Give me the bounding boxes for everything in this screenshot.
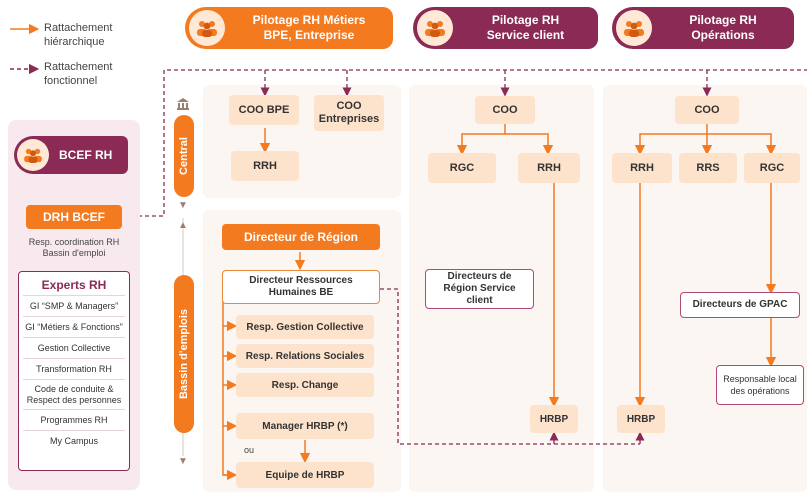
rrh-bpe-box: RRH bbox=[231, 151, 299, 181]
directeur-rh-be-box: Directeur Ressources Humaines BE bbox=[222, 270, 380, 304]
header-ops: Pilotage RH Opérations bbox=[612, 7, 794, 49]
drh-bcef-box: DRH BCEF bbox=[26, 205, 122, 229]
expert-item: My Campus bbox=[49, 436, 98, 446]
legend-functional: Rattachement fonctionnel bbox=[44, 61, 113, 87]
expert-item: GI “Métiers & Fonctions” bbox=[23, 317, 125, 338]
directeur-region-box: Directeur de Région bbox=[222, 224, 380, 250]
header-client-label: Pilotage RH Service client bbox=[486, 13, 565, 42]
header-bpe-label: Pilotage RH Métiers BPE, Entreprise bbox=[252, 13, 366, 42]
chevron-up-icon: ▲ bbox=[178, 220, 188, 231]
header-client: Pilotage RH Service client bbox=[413, 7, 598, 49]
coo-entreprises-box: COO Entreprises bbox=[314, 95, 384, 131]
legend-hierarchical: Rattachement hiérarchique bbox=[44, 22, 113, 48]
people-icon bbox=[417, 10, 453, 46]
experts-box: Experts RH GI “SMP & Managers” GI “Métie… bbox=[18, 271, 130, 471]
rrh-client-box: RRH bbox=[518, 153, 580, 183]
bcef-title: BCEF RH bbox=[59, 148, 113, 162]
expert-item: Transformation RH bbox=[23, 359, 125, 380]
ou-label: ou bbox=[244, 445, 255, 455]
expert-item: Programmes RH bbox=[23, 410, 125, 431]
tab-bassin: Bassin d'emplois bbox=[174, 275, 194, 433]
chevron-down-icon: ▼ bbox=[178, 456, 188, 467]
bcef-title-bar: BCEF RH bbox=[14, 136, 128, 174]
people-icon bbox=[189, 10, 225, 46]
rrh-ops-box: RRH bbox=[612, 153, 672, 183]
resp-gestion-collective-box: Resp. Gestion Collective bbox=[236, 315, 374, 339]
responsable-local-box: Responsable local des opérations bbox=[716, 365, 804, 405]
resp-relations-sociales-box: Resp. Relations Sociales bbox=[236, 344, 374, 368]
directeurs-region-client-box: Directeurs de Région Service client bbox=[425, 269, 534, 309]
building-icon bbox=[176, 97, 190, 110]
header-bpe: Pilotage RH Métiers BPE, Entreprise bbox=[185, 7, 393, 49]
expert-item: Gestion Collective bbox=[23, 338, 125, 359]
hrbp-client-box: HRBP bbox=[530, 405, 578, 433]
coo-client-box: COO bbox=[475, 96, 535, 124]
chevron-down-icon: ▼ bbox=[178, 200, 188, 211]
expert-item: Code de conduite & Respect des personnes bbox=[23, 380, 125, 410]
hrbp-ops-box: HRBP bbox=[617, 405, 665, 433]
people-icon bbox=[17, 139, 49, 171]
rgc-ops-box: RGC bbox=[744, 153, 800, 183]
directeurs-gpac-box: Directeurs de GPAC bbox=[680, 292, 800, 318]
experts-title: Experts RH bbox=[23, 272, 125, 296]
header-ops-label: Pilotage RH Opérations bbox=[689, 13, 757, 42]
tab-central: Central bbox=[174, 115, 194, 197]
rrs-ops-box: RRS bbox=[679, 153, 737, 183]
coo-bpe-box: COO BPE bbox=[229, 95, 299, 125]
drh-bcef-note: Resp. coordination RH Bassin d'emploi bbox=[28, 237, 120, 258]
manager-hrbp-box: Manager HRBP (*) bbox=[236, 413, 374, 439]
tab-central-label: Central bbox=[178, 137, 190, 175]
people-icon bbox=[616, 10, 652, 46]
tab-bassin-label: Bassin d'emplois bbox=[178, 308, 190, 400]
coo-ops-box: COO bbox=[675, 96, 739, 124]
resp-change-box: Resp. Change bbox=[236, 373, 374, 397]
equipe-hrbp-box: Equipe de HRBP bbox=[236, 462, 374, 488]
rgc-client-box: RGC bbox=[428, 153, 496, 183]
expert-item: GI “SMP & Managers” bbox=[23, 296, 125, 317]
